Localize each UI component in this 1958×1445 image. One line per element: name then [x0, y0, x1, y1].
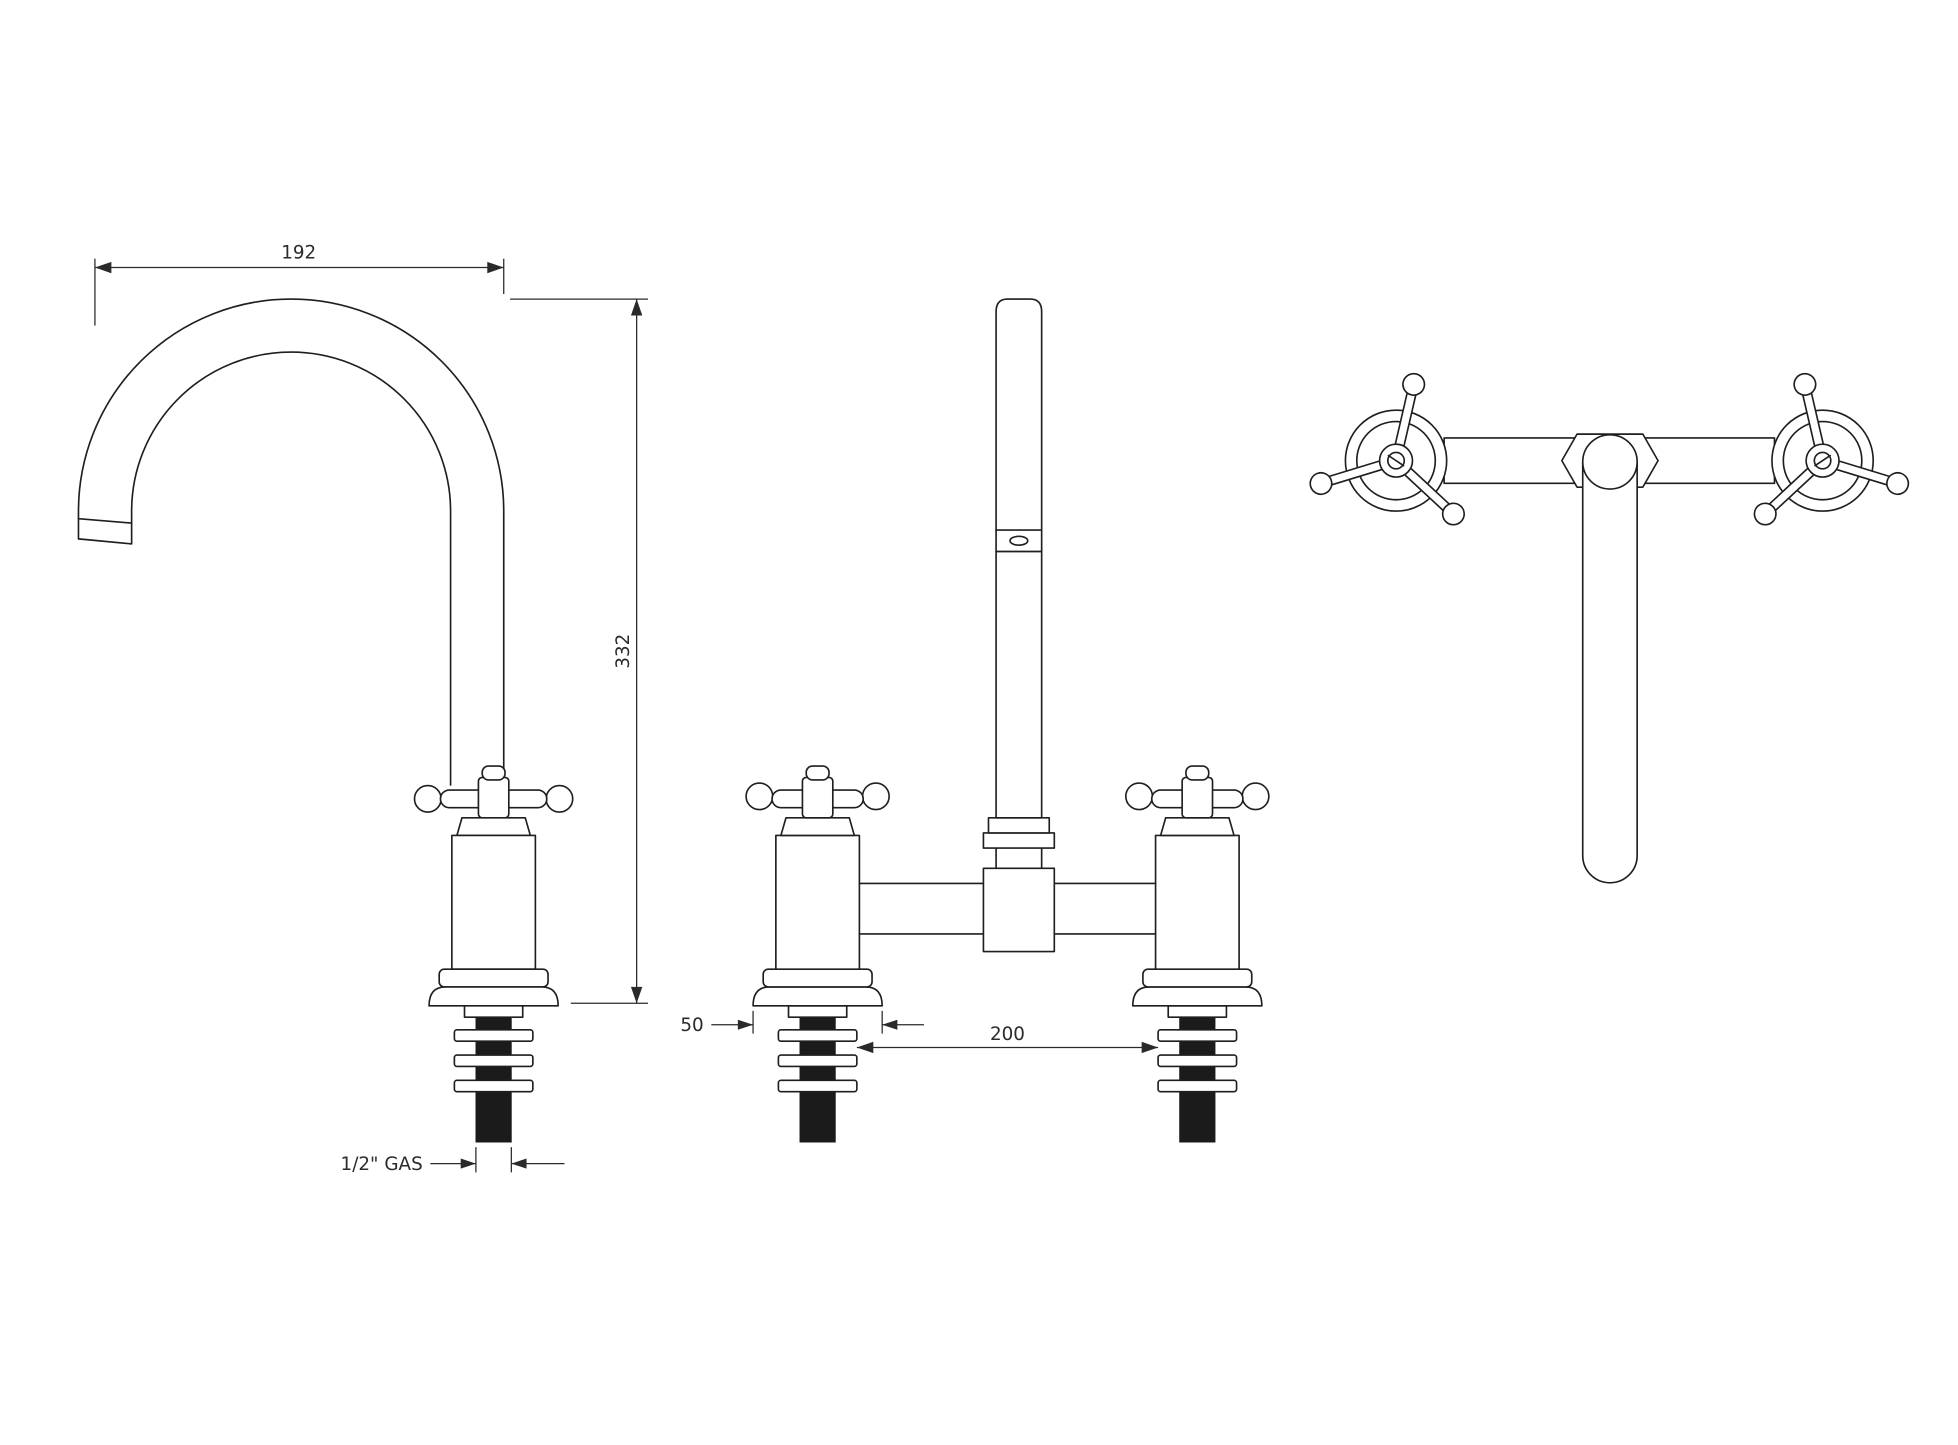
spout-collar: [987, 816, 1051, 834]
aerator-band: [995, 529, 1043, 553]
top-view: [1309, 372, 1910, 884]
handle-hub: [801, 776, 834, 819]
bridge-pipe: [858, 882, 1157, 935]
dim-label-base-width: 50: [680, 1015, 703, 1036]
washer: [453, 1054, 534, 1068]
spout-collar: [982, 832, 1056, 849]
shank-collar: [463, 1005, 524, 1018]
washer: [777, 1028, 858, 1042]
base-plate: [428, 986, 559, 1007]
handle-hub: [1181, 776, 1214, 819]
dimension-spout-reach: 192: [94, 243, 505, 326]
base-plate: [1131, 986, 1263, 1007]
aerator-outlet: [1009, 535, 1029, 547]
dim-label-spout-reach: 192: [281, 243, 316, 264]
dim-label-thread: 1/2" GAS: [341, 1154, 423, 1175]
body-cylinder: [775, 834, 861, 971]
screw-slot: [1814, 454, 1831, 467]
shank-collar: [787, 1005, 848, 1018]
spout-riser: [995, 298, 1043, 819]
screw-slot: [1387, 454, 1405, 467]
shank-collar: [1167, 1005, 1228, 1018]
handle-cap: [805, 765, 830, 781]
handle-arm: [1309, 460, 1385, 496]
bonnet: [780, 816, 856, 837]
handle-ball: [413, 784, 442, 813]
spout-profile: [77, 298, 505, 786]
handle-ball: [745, 782, 774, 811]
body-flange: [438, 968, 549, 988]
washer: [453, 1028, 534, 1042]
dim-label-overall-height: 332: [613, 634, 634, 669]
washer: [1157, 1079, 1238, 1093]
cross-handle-left: [1309, 372, 1466, 526]
spout-stub: [995, 847, 1043, 870]
handle-ball: [861, 782, 890, 811]
front-view: 50 200: [680, 298, 1270, 1143]
washer: [453, 1079, 534, 1093]
body-cylinder: [451, 834, 537, 971]
washer: [777, 1054, 858, 1068]
handle-hub: [477, 776, 510, 819]
washer: [1157, 1028, 1238, 1042]
body-flange: [762, 968, 873, 988]
dim-label-tap-centers: 200: [990, 1024, 1025, 1045]
washer: [777, 1079, 858, 1093]
body-cylinder: [1154, 834, 1240, 971]
dimension-tap-centers: 200: [856, 1024, 1159, 1054]
handle-cap: [481, 765, 506, 781]
spout-tip-seam: [77, 517, 133, 524]
side-view: 192 332 1/2" GAS: [77, 243, 649, 1175]
spout-joint: [1581, 433, 1638, 490]
dimension-thread: 1/2" GAS: [341, 1147, 565, 1175]
body-flange: [1142, 968, 1253, 988]
cross-handle-right: [1753, 372, 1910, 526]
bonnet: [1159, 816, 1235, 837]
spout-top: [1581, 461, 1638, 884]
handle-cap: [1185, 765, 1210, 781]
dimension-overall-height: 332: [510, 298, 649, 1004]
handle-ball: [545, 784, 574, 813]
washer: [1157, 1054, 1238, 1068]
dimension-base-width: 50: [680, 1010, 924, 1036]
handle-ball: [1124, 782, 1154, 811]
bonnet: [456, 816, 532, 837]
base-plate: [752, 986, 883, 1007]
bridge-tee: [982, 867, 1056, 953]
handle-arm: [1403, 467, 1466, 526]
handle-ball: [1241, 782, 1270, 811]
